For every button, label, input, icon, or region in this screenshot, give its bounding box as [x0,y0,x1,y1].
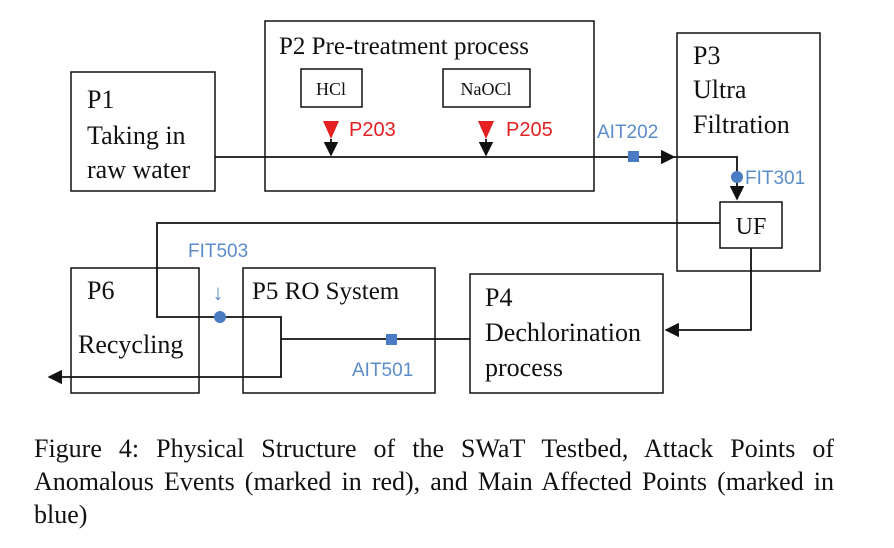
process-p3-box: P3 Ultra Filtration UF [676,32,821,272]
ait202-marker [628,151,639,162]
fit301-label: FIT301 [745,168,805,189]
p2-title: P2 Pre-treatment process [279,33,529,60]
fit503-label: FIT503 [188,241,248,262]
uf-to-p4-line [664,248,752,338]
attack-points: P203 P205 [323,119,553,141]
uf-unit-label: UF [736,214,767,240]
p6-label: Recycling [78,330,183,359]
p205-label: P205 [506,119,553,141]
ait501-marker [386,334,397,345]
affected-points: AIT202 FIT301 FIT503 ↓ AIT501 [188,122,805,381]
process-p6-box: P6 Recycling [70,267,200,394]
fit301-marker [731,171,743,183]
process-p4-box: P4 Dechlorination process [469,273,664,394]
p205-attack-marker [478,121,494,139]
ait202-label: AIT202 [597,122,658,143]
p4-id: P4 [485,283,512,312]
p203-label: P203 [349,119,396,141]
p3-line2: Filtration [693,110,790,139]
hcl-tank-label: HCl [316,79,346,99]
p1-id: P1 [87,85,114,114]
p5-title: P5 RO System [252,278,400,305]
p3-line1: Ultra [693,75,747,104]
p3-to-uf-line [674,156,745,201]
p3-id: P3 [693,41,720,70]
process-p5-box: P5 RO System [242,267,436,394]
p4-line1: Dechlorination [485,318,641,347]
naocl-tank-label: NaOCl [461,79,512,99]
p203-attack-marker [323,121,339,139]
fit503-marker [214,311,226,323]
ait501-label: AIT501 [352,360,413,381]
swat-diagram: P1 Taking in raw water P2 Pre-treatment … [47,20,821,394]
p6-id: P6 [87,276,114,305]
process-p1-box: P1 Taking in raw water [70,71,216,192]
p1-line2: raw water [87,155,191,184]
p4-line2: process [485,353,563,382]
fit503-arrow-icon: ↓ [213,280,224,305]
figure-caption: Figure 4: Physical Structure of the SWaT… [34,434,834,529]
process-p2-box: P2 Pre-treatment process HCl NaOCl [264,20,595,192]
p1-line1: Taking in [87,121,186,150]
